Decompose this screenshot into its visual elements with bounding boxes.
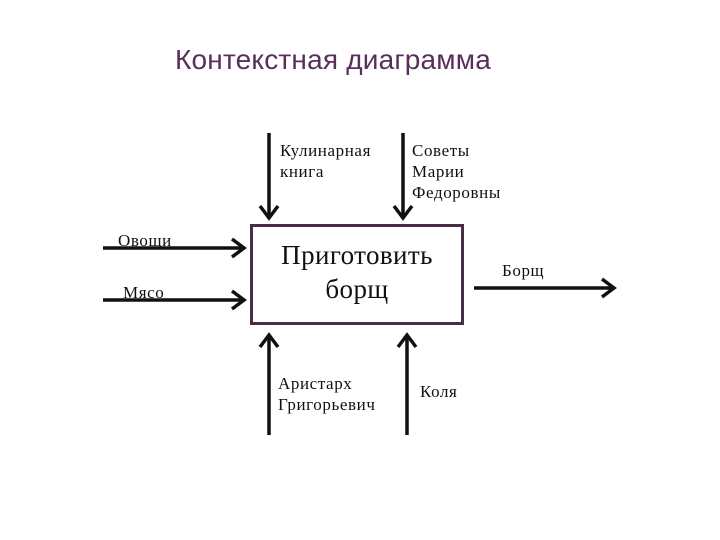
mechanism-label-kolya: Коля [420, 382, 458, 401]
input-label-meat: Мясо [123, 283, 165, 302]
output-arrow-borscht [474, 277, 617, 299]
control-label-advice: Советы Марии Федоровны [412, 141, 501, 202]
diagram-title: Контекстная диаграмма [175, 44, 491, 75]
output-label-borscht: Борщ [502, 261, 545, 280]
input-arrow-meat [103, 289, 247, 311]
input-label-vegetables: Овощи [118, 231, 172, 250]
process-box: Приготовить борщ [250, 224, 464, 325]
mechanism-arrow-aristarkh [258, 332, 280, 435]
mechanism-label-aristarkh: Аристарх Григорьевич [278, 374, 376, 414]
control-arrow-cookbook [258, 133, 280, 221]
process-label: Приготовить борщ [281, 239, 433, 304]
mechanism-arrow-kolya [396, 332, 418, 435]
control-label-cookbook: Кулинарная книга [280, 141, 371, 181]
input-arrow-vegetables [103, 237, 247, 259]
control-arrow-advice [392, 133, 414, 221]
